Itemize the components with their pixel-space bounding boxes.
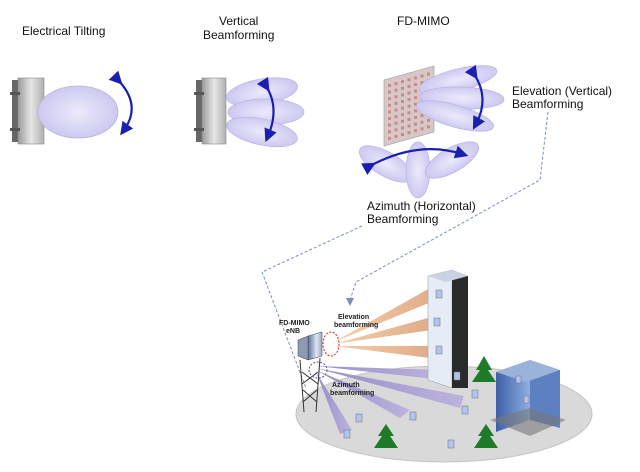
antenna-element: [401, 93, 404, 97]
azimuth-label-line1: Azimuth (Horizontal): [367, 199, 476, 213]
antenna-element: [401, 126, 404, 130]
antenna-element: [401, 113, 404, 117]
enb-label-line2: eNB: [286, 328, 301, 335]
antenna-element: [414, 76, 417, 80]
elevation-label-line2: Beamforming: [512, 97, 584, 111]
enb-tower-icon: [297, 331, 340, 413]
antenna-element: [394, 115, 398, 119]
vertical-beamforming-label-line1: Vertical: [219, 14, 259, 28]
antenna-element: [407, 104, 411, 108]
antenna-element: [388, 117, 391, 120]
antenna-element: [414, 96, 417, 100]
antenna-element: [401, 119, 404, 123]
antenna-element: [407, 91, 411, 95]
antenna-element: [394, 82, 398, 86]
antenna-element: [394, 95, 398, 99]
antenna-element: [407, 131, 411, 135]
antenna-element: [420, 81, 424, 85]
antenna-element: [427, 72, 430, 76]
antenna-element: [407, 117, 411, 121]
electrical-tilting-group: [10, 70, 134, 145]
office-building-icon: [490, 360, 566, 436]
deployment-scene: [295, 269, 593, 463]
antenna-element: [407, 111, 411, 115]
vertical-beam-lobes: [226, 77, 305, 148]
antenna-element: [401, 106, 404, 110]
vertical-beamforming-group: [194, 76, 305, 148]
antenna-element: [420, 114, 424, 118]
callout-lines: [261, 111, 549, 389]
tilt-arrow-icon: [108, 70, 134, 136]
antenna-element: [414, 109, 417, 113]
antenna-element: [401, 86, 404, 90]
antenna-element: [394, 128, 398, 132]
elevation-beamforming-scene-label-line1: Elevation: [338, 314, 370, 321]
antenna-panel-icon: [194, 77, 227, 145]
antenna-element: [388, 136, 391, 140]
antenna-element: [388, 110, 391, 114]
antenna-element: [401, 133, 404, 136]
antenna-element: [388, 84, 391, 87]
fd-mimo-label: FD-MIMO: [397, 14, 450, 28]
antenna-element: [414, 129, 417, 133]
antenna-panel-icon: [10, 77, 45, 145]
enb-label-line1: FD-MIMO: [279, 320, 310, 327]
antenna-element: [394, 134, 398, 138]
vertical-arrow-icon: [256, 76, 277, 143]
antenna-element: [394, 121, 398, 125]
antenna-element: [414, 89, 417, 93]
elevation-label-line1: Elevation (Vertical): [512, 84, 613, 98]
fd-mimo-group: [358, 64, 505, 199]
antenna-element: [414, 122, 417, 126]
azimuth-arrow-icon: [361, 145, 469, 175]
antenna-element: [420, 127, 424, 131]
antenna-element: [401, 80, 404, 84]
azimuth-beamforming-scene-label-line1: Azimuth: [332, 382, 360, 389]
antenna-element: [407, 84, 411, 88]
antenna-element: [394, 88, 398, 92]
elevation-beamforming-scene-label-line2: beamforming: [334, 322, 379, 329]
antenna-element: [427, 125, 430, 129]
antenna-element: [388, 90, 391, 94]
elevation-arrow-icon: [464, 64, 485, 130]
antenna-element: [388, 103, 391, 107]
azimuth-beamforming-scene-label-line2: beamforming: [330, 390, 375, 397]
antenna-element: [414, 102, 417, 106]
antenna-element: [394, 101, 398, 105]
antenna-element: [414, 116, 417, 119]
azimuth-beams: [316, 366, 464, 434]
azimuth-label-line2: Beamforming: [367, 212, 439, 226]
antenna-element: [407, 124, 411, 128]
antenna-element: [388, 97, 391, 101]
tilt-beam-lobe: [37, 85, 119, 139]
tree-icons: [374, 356, 498, 448]
antenna-element: [394, 108, 398, 112]
user-terminal-icons: [343, 289, 530, 449]
elevation-beams: [334, 288, 436, 358]
antenna-element: [420, 120, 424, 124]
vertical-beamforming-label-line2: Beamforming: [203, 28, 275, 42]
antenna-element: [407, 98, 411, 102]
antenna-element: [414, 83, 417, 86]
antenna-element: [427, 118, 430, 122]
antenna-element: [420, 74, 424, 78]
callout-arrowhead: [346, 298, 354, 306]
skyscraper-icon: [427, 269, 468, 389]
antenna-element: [388, 130, 391, 134]
antenna-element: [388, 123, 391, 127]
antenna-element: [401, 100, 404, 103]
electrical-tilting-label: Electrical Tilting: [22, 24, 106, 38]
azimuth-beam-lobes: [358, 141, 480, 199]
antenna-element: [407, 78, 411, 82]
